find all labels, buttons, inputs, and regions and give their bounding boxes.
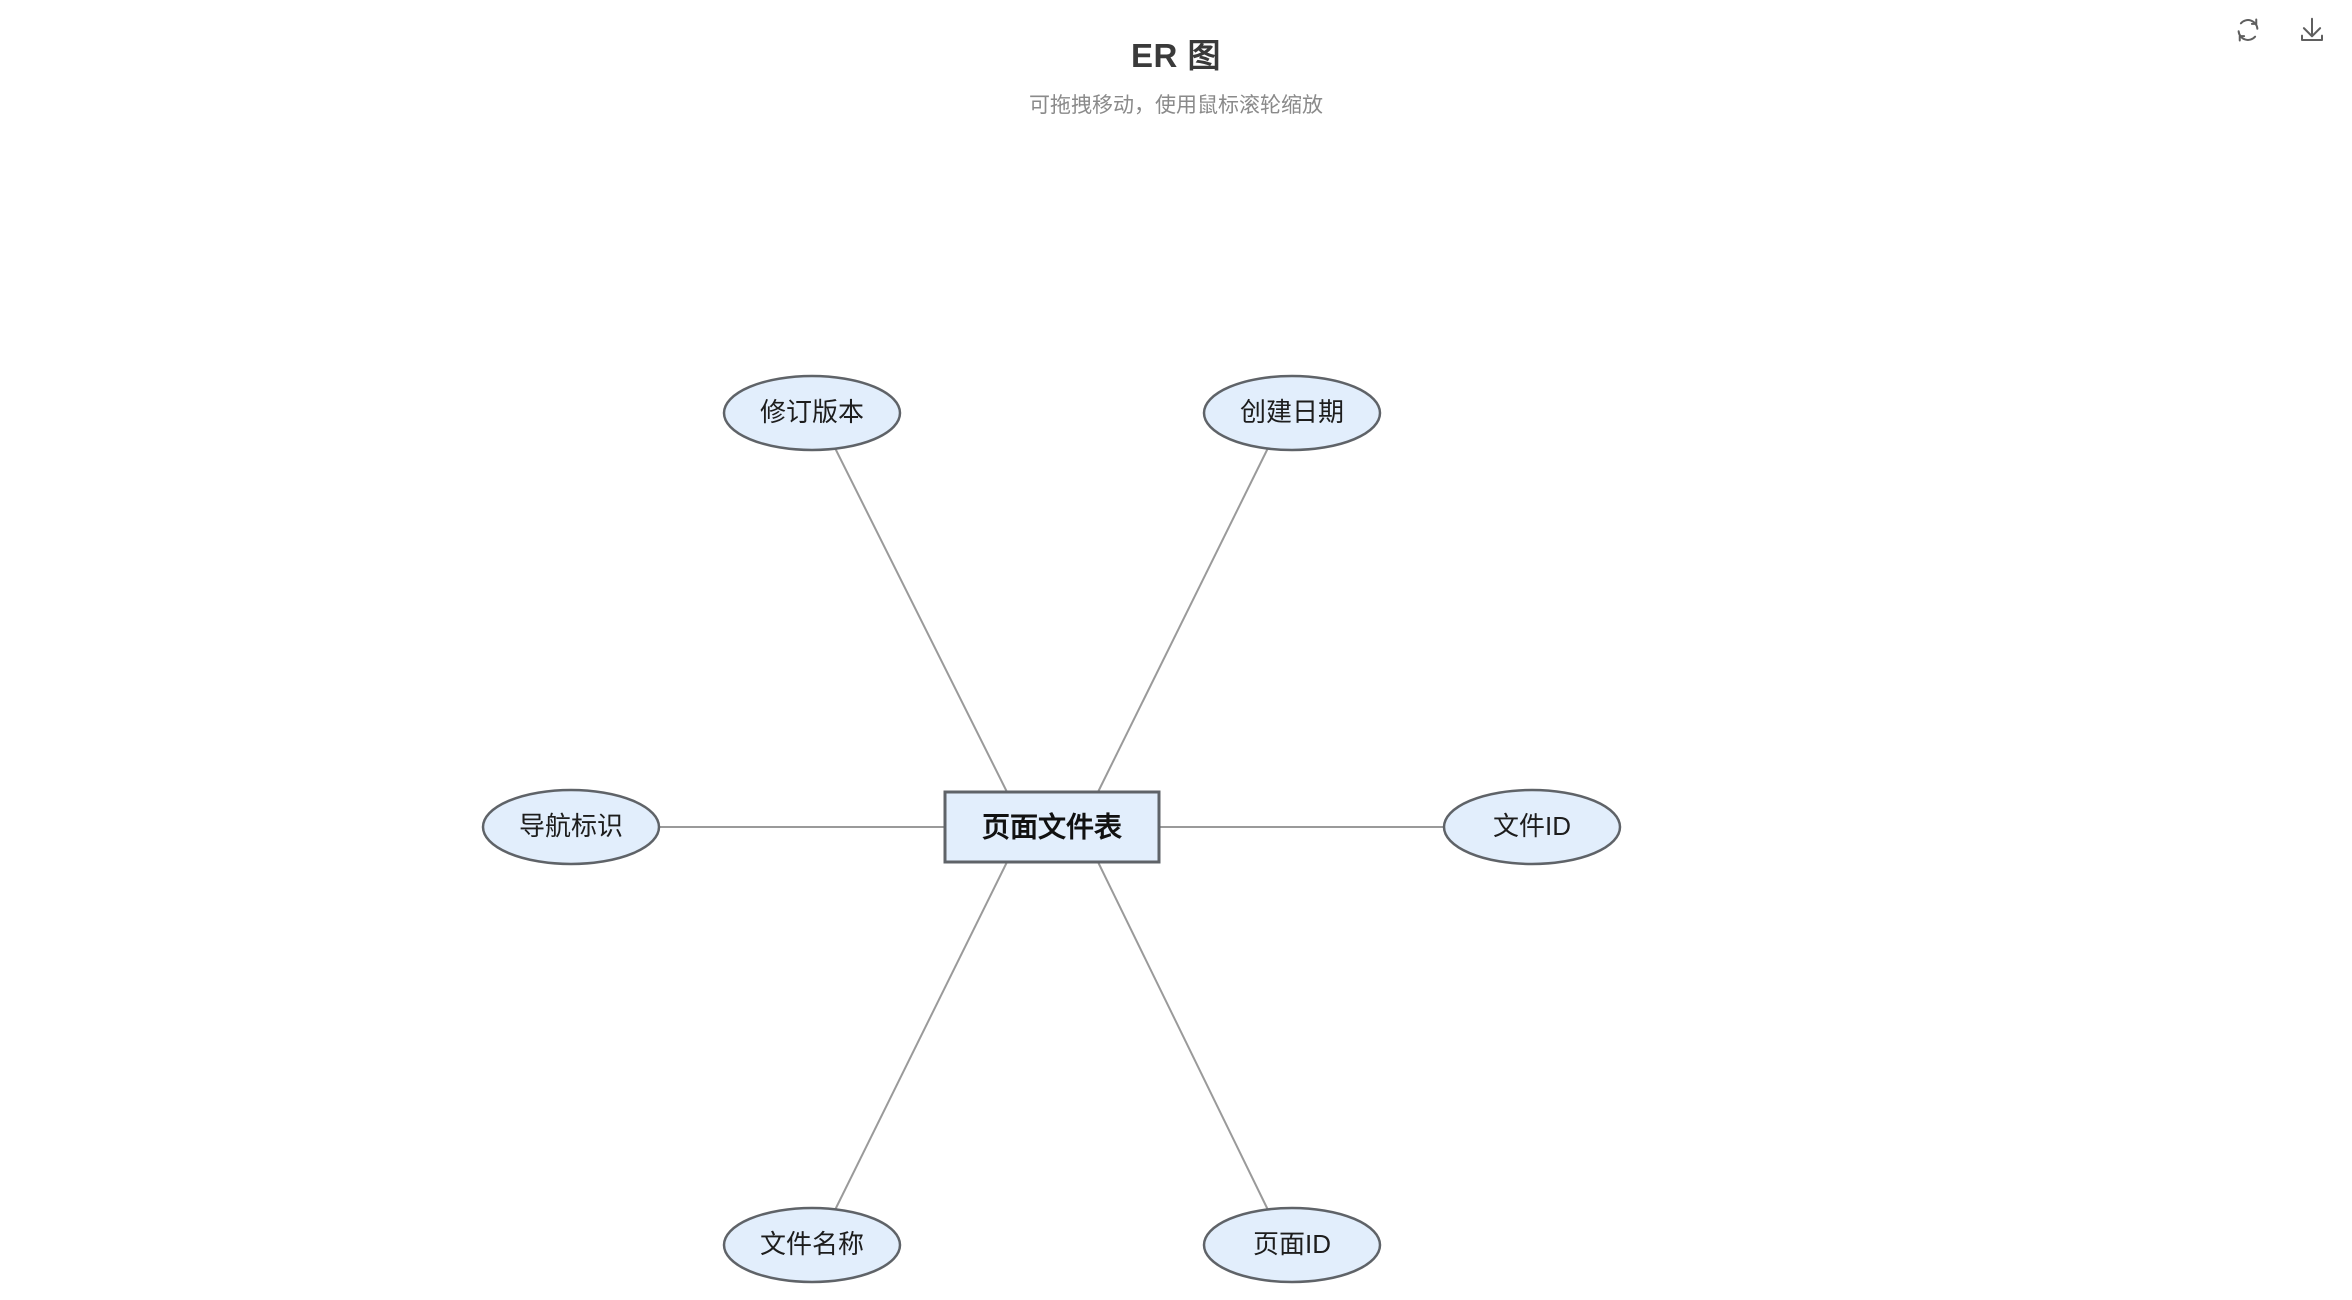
edge-rev-to-entity bbox=[834, 447, 1008, 793]
attribute-label-fname: 文件名称 bbox=[760, 1229, 864, 1259]
attribute-node-fid[interactable]: 文件ID bbox=[1442, 788, 1622, 866]
edge-fname-to-entity bbox=[834, 861, 1008, 1211]
refresh-button[interactable] bbox=[2228, 10, 2268, 50]
entity-rect[interactable] bbox=[943, 790, 1161, 864]
attribute-ellipse-rev[interactable] bbox=[722, 374, 902, 452]
toolbar bbox=[2228, 10, 2332, 50]
attribute-ellipse-fname[interactable] bbox=[722, 1206, 902, 1284]
attribute-label-rev: 修订版本 bbox=[760, 397, 864, 427]
download-button[interactable] bbox=[2292, 10, 2332, 50]
attribute-node-ctime[interactable]: 创建日期 bbox=[1202, 374, 1382, 452]
attribute-ellipse-fid[interactable] bbox=[1442, 788, 1622, 866]
attribute-label-ctime: 创建日期 bbox=[1240, 397, 1344, 427]
edge-ctime-to-entity bbox=[1097, 447, 1269, 793]
attribute-ellipse-pid[interactable] bbox=[1202, 1206, 1382, 1284]
edges-layer bbox=[659, 447, 1444, 1211]
edge-pid-to-entity bbox=[1097, 861, 1269, 1211]
attribute-ellipse-ctime[interactable] bbox=[1202, 374, 1382, 452]
entity-node[interactable]: 页面文件表 bbox=[943, 790, 1161, 864]
attribute-node-nav[interactable]: 导航标识 bbox=[481, 788, 661, 866]
attribute-label-nav: 导航标识 bbox=[519, 811, 623, 841]
entity-label: 页面文件表 bbox=[982, 810, 1122, 842]
attribute-label-fid: 文件ID bbox=[1493, 811, 1571, 841]
attribute-node-rev[interactable]: 修订版本 bbox=[722, 374, 902, 452]
attribute-node-fname[interactable]: 文件名称 bbox=[722, 1206, 902, 1284]
refresh-icon bbox=[2233, 15, 2263, 45]
attribute-node-pid[interactable]: 页面ID bbox=[1202, 1206, 1382, 1284]
attribute-label-pid: 页面ID bbox=[1253, 1229, 1331, 1259]
attribute-ellipse-nav[interactable] bbox=[481, 788, 661, 866]
download-icon bbox=[2297, 15, 2327, 45]
